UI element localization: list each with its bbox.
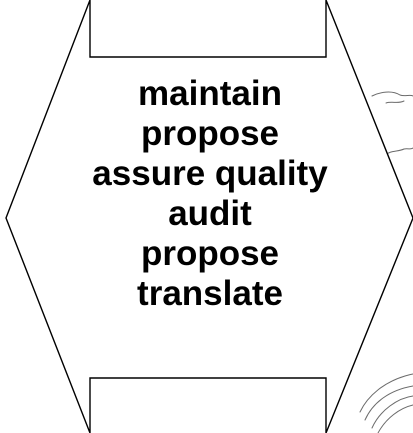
- action-item-propose: propose: [60, 114, 360, 154]
- action-list: maintain propose assure quality audit pr…: [60, 74, 360, 314]
- action-item-audit: audit: [60, 194, 360, 234]
- action-item-maintain: maintain: [60, 74, 360, 114]
- action-item-assure-quality: assure quality: [60, 154, 360, 194]
- action-item-propose-2: propose: [60, 234, 360, 274]
- action-item-translate: translate: [60, 274, 360, 314]
